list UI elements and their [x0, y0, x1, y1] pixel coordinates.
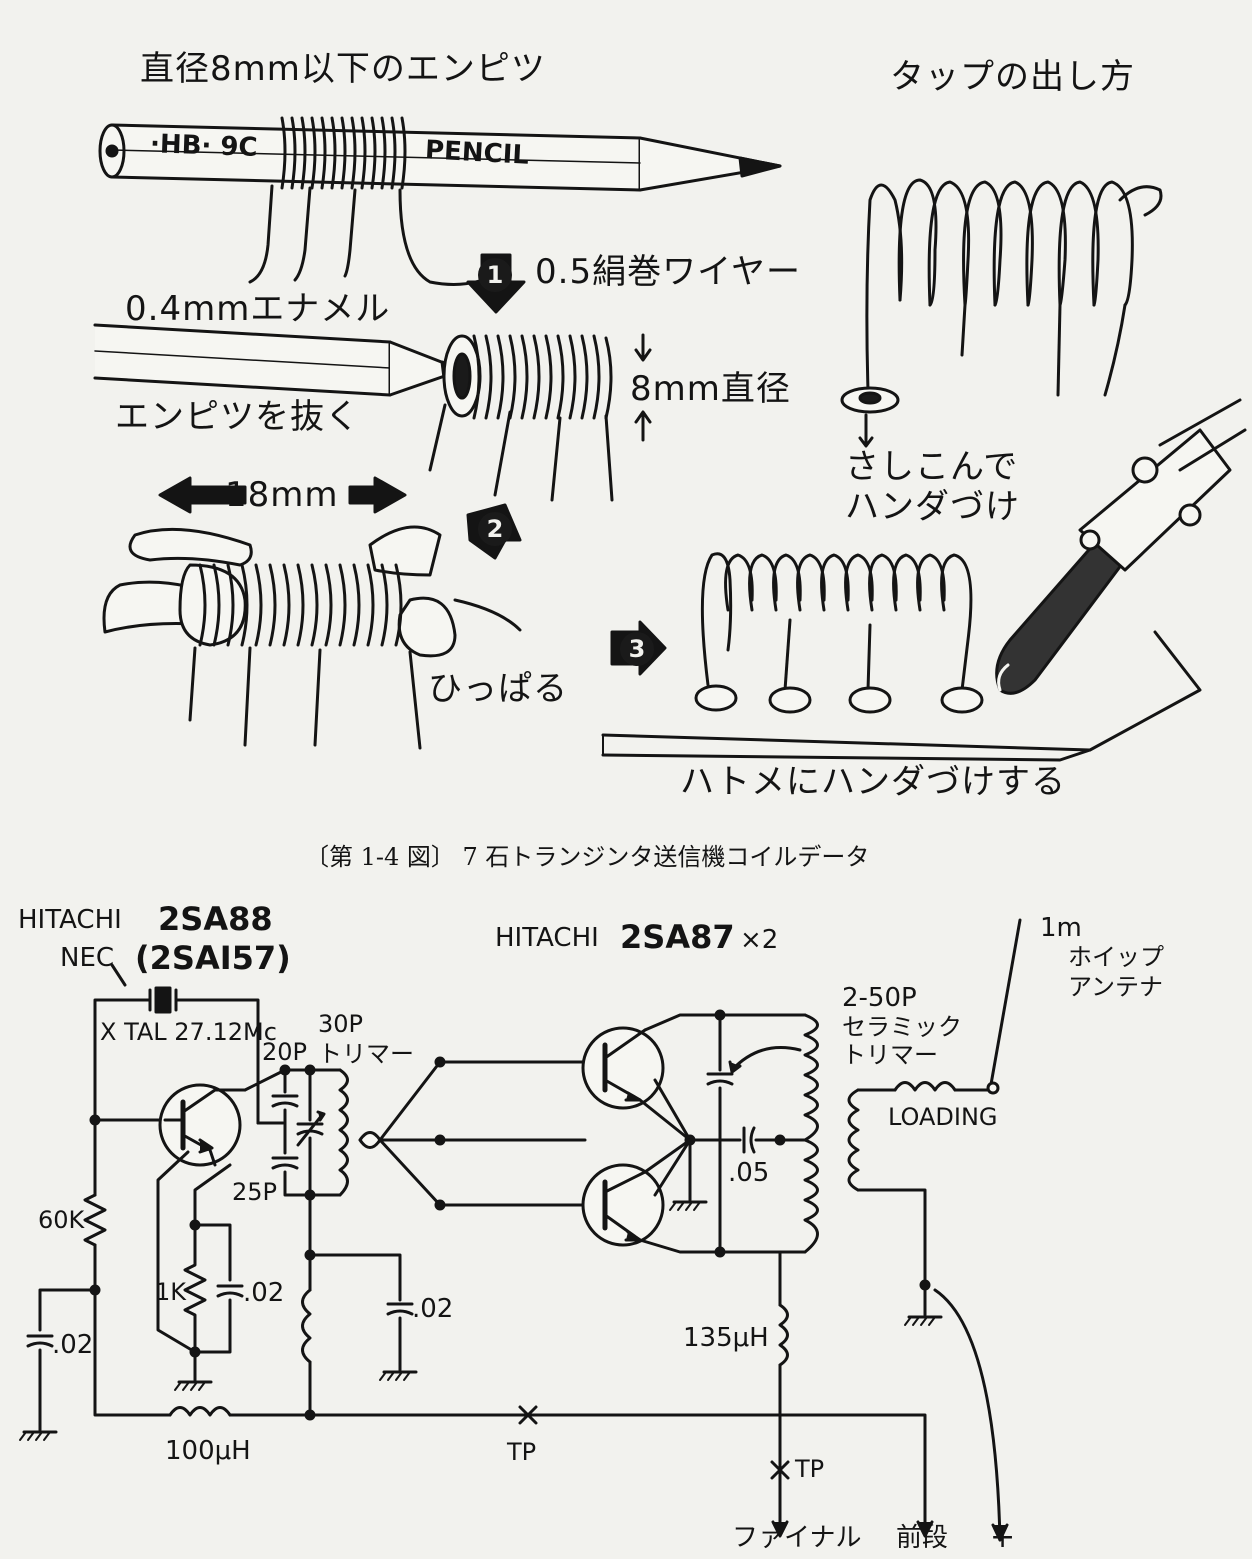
pencil-mark-text: PENCIL — [424, 135, 530, 171]
step-2-badge: 2 — [478, 512, 512, 546]
ceramic-trimmer-value: 2-50P — [842, 983, 917, 1013]
crystal-label: X TAL 27.12Mc — [100, 1018, 277, 1046]
figure-caption: 〔第 1-4 図〕 7 石トランジンタ送信機コイルデータ — [305, 843, 870, 871]
plus-supply-terminal: + — [990, 1520, 1016, 1555]
cap-20p-label: 20P — [262, 1038, 308, 1066]
pencil-diameter-title: 直径8mm以下のエンピツ — [140, 49, 546, 89]
pre-stage-output: 前段 — [896, 1523, 949, 1553]
amp-count: ×2 — [740, 925, 779, 955]
solder-eyelet-label: ハトメにハンダづけする — [680, 762, 1067, 802]
loading-coil-label: LOADING — [888, 1103, 998, 1131]
cap-02-tank-label: .02 — [412, 1294, 454, 1324]
final-stage-output: ファイナル — [732, 1523, 862, 1553]
remove-pencil-label: エンピツを抜く — [115, 397, 360, 437]
antenna-label-1: ホイップ — [1068, 943, 1164, 971]
amp-transistor-part: 2SA87 — [620, 918, 735, 956]
pencil-removed — [93, 323, 464, 397]
osc-alt-maker: NEC — [60, 943, 115, 973]
resistor-1k-label: 1K — [155, 1278, 187, 1306]
amp-maker: HITACHI — [495, 923, 599, 953]
solder-label: ハンダづけ — [845, 487, 1020, 527]
hands-stretching-coil — [102, 525, 522, 750]
choke-100uh-label: 100μH — [165, 1436, 251, 1466]
osc-transistor-part: 2SA88 — [158, 900, 273, 938]
silk-wire-label: 0.5絹巻ワイヤー — [535, 252, 802, 292]
cap-05-label: .05 — [728, 1158, 770, 1188]
coil-length-label: 18mm — [225, 475, 339, 515]
cap-25p-label: 25P — [232, 1178, 278, 1206]
coil-on-board — [694, 552, 984, 714]
choke-135uh-label: 135μH — [683, 1323, 769, 1353]
osc-alt-part: (2SAI57) — [135, 939, 291, 977]
step-3-badge: 3 — [620, 632, 654, 666]
pull-label: ひっぱる — [428, 669, 568, 709]
osc-maker: HITACHI — [18, 905, 122, 935]
test-point-1-label: TP — [507, 1438, 537, 1466]
tap-method-title: タップの出し方 — [890, 57, 1135, 97]
ceramic-trimmer-label-1: セラミック — [842, 1013, 962, 1041]
cap-02-base-label: .02 — [52, 1330, 94, 1360]
transmitter-schematic — [18, 918, 1022, 1542]
coil-diameter-label: 8mm直径 — [630, 369, 791, 409]
cap-02-emitter-label: .02 — [243, 1278, 285, 1308]
coil-air-core — [428, 333, 652, 502]
step-1-badge: 1 — [478, 258, 512, 292]
soldering-board — [601, 630, 1202, 762]
antenna-length-label: 1m — [1040, 913, 1082, 943]
resistor-60k-label: 60K — [38, 1206, 85, 1234]
trimmer-30p-label: 30P — [318, 1010, 364, 1038]
antenna-label-2: アンテナ — [1068, 973, 1164, 1001]
ceramic-trimmer-label-2: トリマー — [842, 1041, 938, 1069]
test-point-2-label: TP — [795, 1455, 825, 1483]
enamel-wire-label: 0.4mmエナメル — [125, 289, 391, 329]
insert-label: さしこんで — [845, 447, 1019, 487]
trimmer-label: トリマー — [318, 1040, 414, 1068]
tap-coil-illustration — [840, 178, 1163, 448]
pencil-mark-hb: ·HB· 9C — [149, 129, 259, 163]
soldering-iron — [995, 398, 1247, 695]
